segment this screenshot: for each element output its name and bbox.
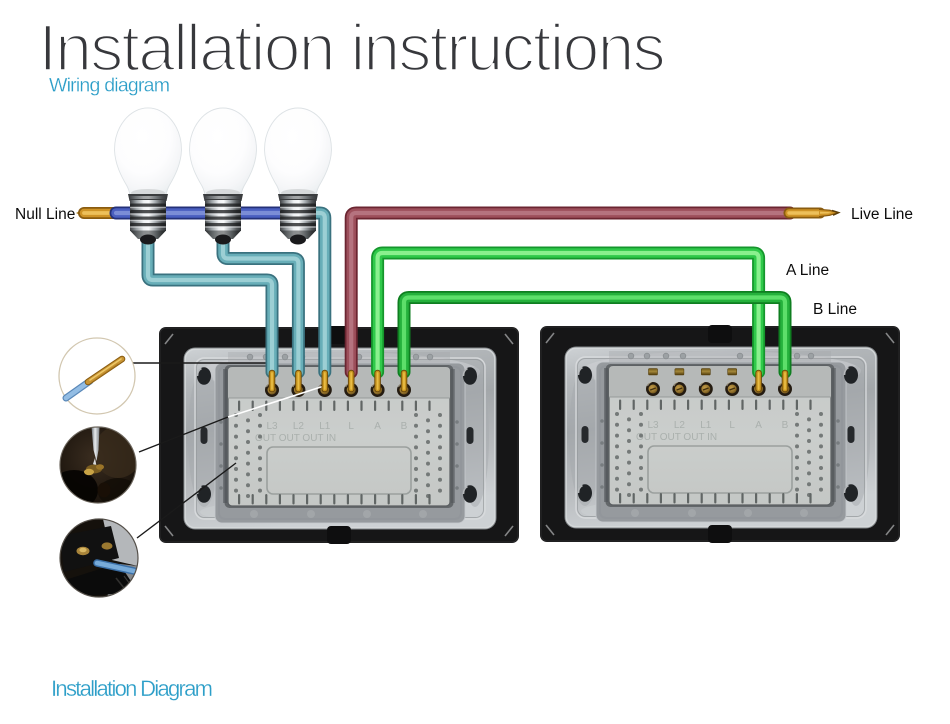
svg-text:Installation Diagram: Installation Diagram <box>51 676 213 701</box>
svg-text:Installation instructions: Installation instructions <box>39 11 666 85</box>
svg-text:Live Line: Live Line <box>851 206 913 223</box>
svg-text:L3: L3 <box>266 421 278 432</box>
svg-text:A: A <box>755 420 762 431</box>
svg-text:Wiring diagram: Wiring diagram <box>49 75 170 97</box>
svg-text:L: L <box>348 421 354 432</box>
svg-text:OUT OUT OUT IN: OUT OUT OUT IN <box>636 432 717 443</box>
svg-text:Null Line: Null Line <box>15 206 75 223</box>
svg-text:B Line: B Line <box>813 301 857 318</box>
svg-text:L2: L2 <box>674 420 686 431</box>
svg-text:B: B <box>401 421 408 432</box>
svg-text:L1: L1 <box>319 421 331 432</box>
svg-text:L3: L3 <box>647 420 659 431</box>
svg-text:A: A <box>374 421 381 432</box>
svg-text:B: B <box>782 420 789 431</box>
svg-text:L2: L2 <box>293 421 305 432</box>
svg-text:L1: L1 <box>700 420 712 431</box>
svg-text:A Line: A Line <box>786 262 829 279</box>
svg-text:L: L <box>729 420 735 431</box>
svg-text:OUT OUT OUT IN: OUT OUT OUT IN <box>255 433 336 444</box>
